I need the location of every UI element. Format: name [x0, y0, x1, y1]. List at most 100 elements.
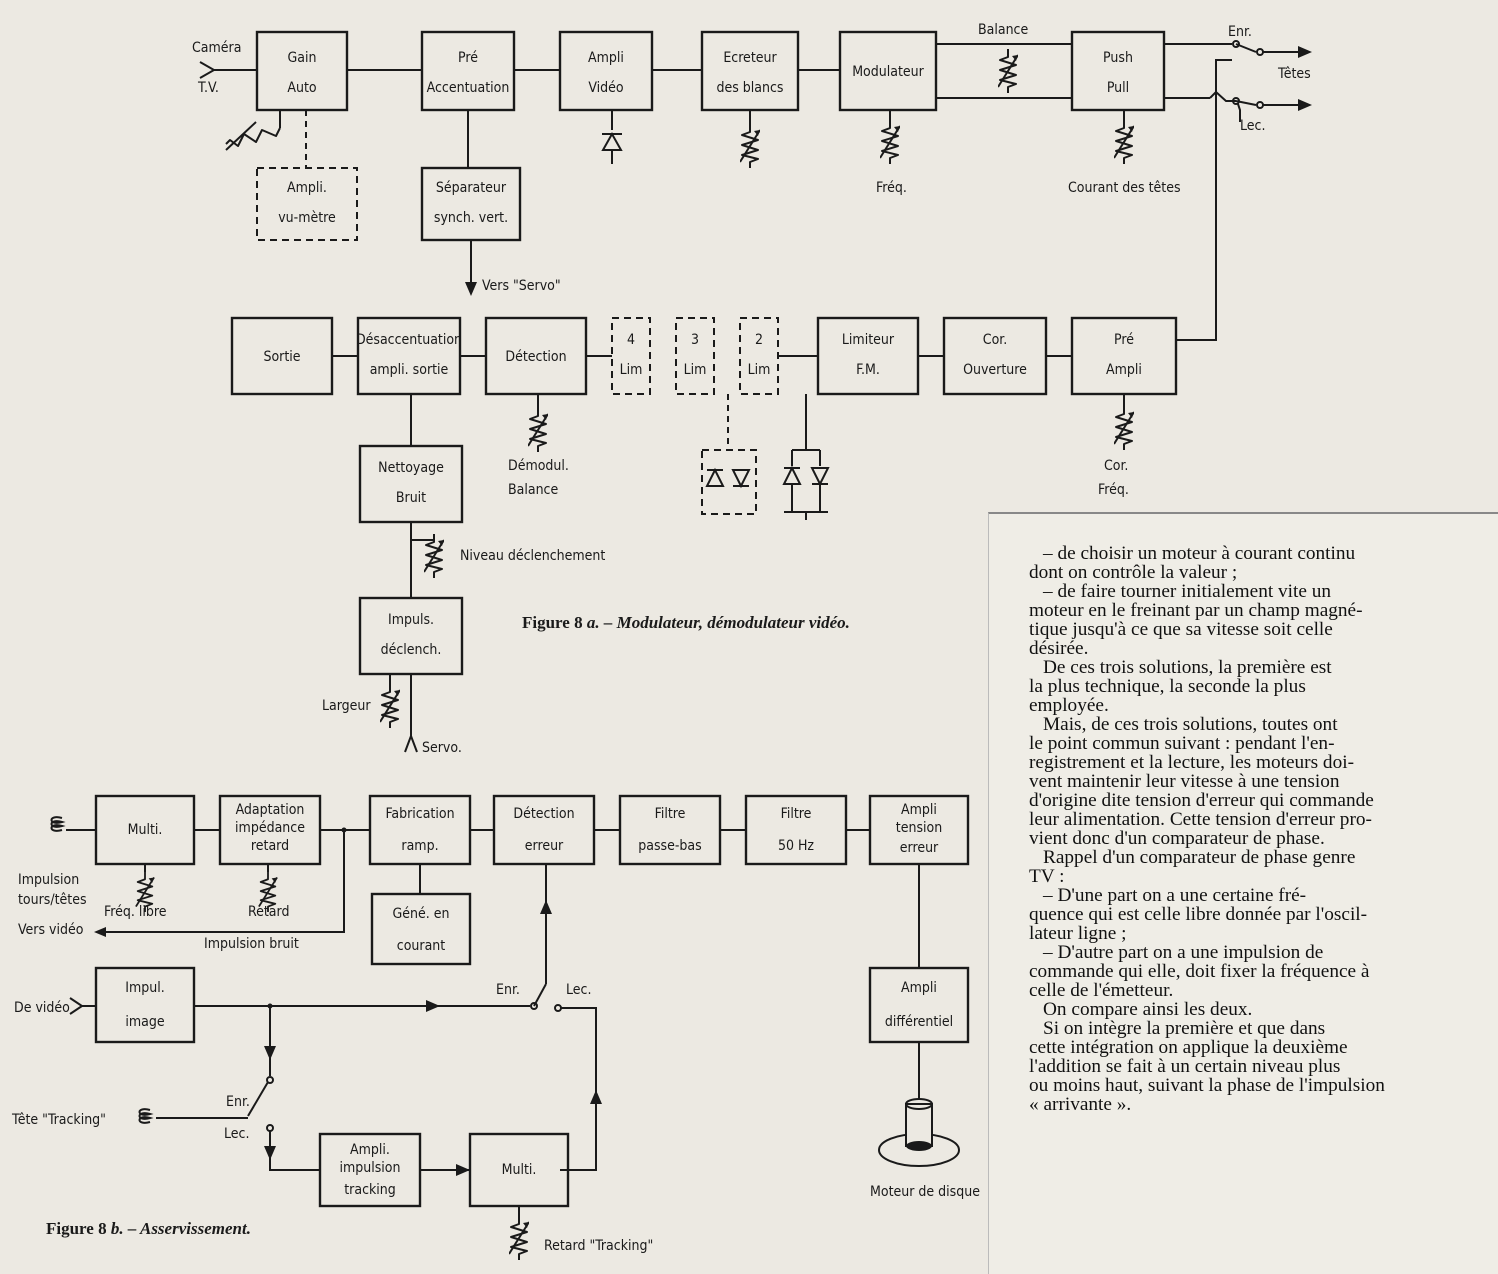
- preacc-line2: Accentuation: [427, 80, 510, 96]
- lim3-line1: 3: [691, 332, 699, 348]
- block-modulateur: [838, 30, 938, 112]
- text-line: – de faire tourner initialement vite un: [1043, 581, 1332, 602]
- label-lec-b2: Lec.: [224, 1126, 249, 1142]
- amplitension-line2: tension: [896, 820, 942, 836]
- text-line: la plus technique, la seconde la plus: [1029, 676, 1306, 697]
- amplitension-line1: Ampli: [901, 802, 937, 818]
- label-impulsion-bruit: Impulsion bruit: [204, 936, 299, 952]
- figure-8a: Caméra T.V. Gain Auto Pré Accentuation A…: [192, 22, 1312, 756]
- block-impuls-declench: [358, 596, 464, 676]
- passebas-line2: passe-bas: [638, 838, 701, 854]
- block-lim3: [675, 317, 715, 395]
- label-freq2: Fréq.: [1098, 482, 1129, 498]
- text-line: ou moins haut, suivant la phase de l'imp…: [1029, 1075, 1385, 1096]
- ecreteur-line1: Ecreteur: [723, 50, 777, 66]
- caption-fig-8a: Figure 8 a. – Modulateur, démodulateur v…: [522, 613, 850, 632]
- text-line: De ces trois solutions, la première est: [1043, 657, 1332, 678]
- fabrication-line2: ramp.: [401, 838, 438, 854]
- amplitracking-line2: impulsion: [339, 1160, 400, 1176]
- fabrication-line1: Fabrication: [385, 806, 454, 822]
- amplitension-line3: erreur: [900, 840, 939, 856]
- text-line: l'addition se fait à un certain niveau p…: [1029, 1056, 1341, 1077]
- text-line: – de choisir un moteur à courant continu: [1043, 543, 1356, 564]
- label-tv: T.V.: [197, 80, 219, 96]
- caption-fig-8b: Figure 8 b. – Asservissement.: [46, 1219, 251, 1238]
- lim2-line2: Lim: [748, 362, 771, 378]
- text-line: TV :: [1029, 866, 1065, 887]
- block-lim2: [739, 317, 779, 395]
- corouv-line1: Cor.: [983, 332, 1007, 348]
- pushpull-line2: Pull: [1107, 80, 1129, 96]
- adaptation-line3: retard: [251, 838, 289, 854]
- gene-line2: courant: [397, 938, 445, 954]
- label-freq: Fréq.: [876, 180, 907, 196]
- limiteur-line1: Limiteur: [842, 332, 895, 348]
- impuls-line2: déclench.: [381, 642, 442, 658]
- text-line: désirée.: [1029, 638, 1089, 659]
- lim4-line2: Lim: [620, 362, 643, 378]
- label-niveau: Niveau déclenchement: [460, 548, 605, 564]
- text-line: lateur ligne ;: [1029, 923, 1127, 944]
- amplidiff-line1: Ampli: [901, 980, 937, 996]
- vumetre-line1: Ampli.: [287, 180, 327, 196]
- block-ampli-video: [558, 30, 654, 112]
- detection-line1: Détection: [505, 349, 566, 365]
- label-lec-b1: Lec.: [566, 982, 591, 998]
- disc-motor-icon: [878, 1098, 960, 1167]
- label-freq-libre: Fréq. libre: [104, 904, 167, 920]
- passebas-line1: Filtre: [655, 806, 686, 822]
- text-line: « arrivante ».: [1029, 1094, 1132, 1115]
- text-line: vient donc d'un comparateur de phase.: [1029, 828, 1325, 849]
- label-demodul-balance: Balance: [508, 482, 558, 498]
- text-line: On compare ainsi les deux.: [1043, 999, 1253, 1020]
- text-line: commande qui elle, doit fixer la fréquen…: [1029, 961, 1370, 982]
- text-line: employée.: [1029, 695, 1109, 716]
- text-line: registrement et la lecture, les moteurs …: [1029, 752, 1354, 773]
- text-line: vent maintenir leur vitesse à une tensio…: [1029, 771, 1340, 792]
- desacc-line2: ampli. sortie: [370, 362, 449, 378]
- text-line: Rappel d'un comparateur de phase genre: [1043, 847, 1356, 868]
- label-lec-a: Lec.: [1240, 118, 1265, 134]
- text-line: quence qui est celle libre donnée par l'…: [1029, 904, 1368, 925]
- label-enr-b2: Enr.: [226, 1094, 250, 1110]
- adaptation-line1: Adaptation: [236, 802, 305, 818]
- amplivideo-line1: Ampli: [588, 50, 624, 66]
- amplitracking-line1: Ampli.: [350, 1142, 390, 1158]
- amplivideo-line2: Vidéo: [588, 80, 624, 96]
- label-retard: Retard: [248, 904, 289, 920]
- pushpull-line1: Push: [1103, 50, 1133, 66]
- separateur-line2: synch. vert.: [434, 210, 508, 226]
- amplitracking-line3: tracking: [344, 1182, 396, 1198]
- f50-line1: Filtre: [781, 806, 812, 822]
- text-line: cette intégration on applique la deuxièm…: [1029, 1037, 1348, 1058]
- label-tetes: Têtes: [1277, 66, 1311, 82]
- article-text: – de choisir un moteur à courant continu…: [1029, 544, 1385, 1114]
- label-de-video: De vidéo: [14, 1000, 70, 1016]
- text-line: moteur en le freinant par un champ magné…: [1029, 600, 1363, 621]
- text-line: tique jusqu'à ce que sa vitesse soit cel…: [1029, 619, 1333, 640]
- deterreur-line2: erreur: [525, 838, 564, 854]
- block-cor-ouverture: [942, 316, 1048, 396]
- block-nettoyage-bruit: [358, 444, 464, 524]
- block-pre-ampli: [1070, 316, 1178, 396]
- lim3-line2: Lim: [684, 362, 707, 378]
- label-enr-a: Enr.: [1228, 24, 1252, 40]
- block-gene-courant: [370, 892, 472, 966]
- text-line: leur alimentation. Cette tension d'erreu…: [1029, 809, 1372, 830]
- label-enr-b1: Enr.: [496, 982, 520, 998]
- adaptation-line2: impédance: [235, 820, 305, 836]
- gain-line2: Auto: [287, 80, 317, 96]
- gain-line1: Gain: [288, 50, 317, 66]
- text-line: dont on contrôle la valeur ;: [1029, 562, 1238, 583]
- block-limiteur-fm: [816, 316, 920, 396]
- diode-pair-dashed: [701, 449, 757, 515]
- nettoyage-line1: Nettoyage: [378, 460, 444, 476]
- modulateur-line1: Modulateur: [852, 64, 924, 80]
- separateur-line1: Séparateur: [436, 180, 507, 196]
- preampli-line1: Pré: [1114, 332, 1134, 348]
- block-separateur: [420, 166, 522, 242]
- multi2-line1: Multi.: [502, 1162, 537, 1178]
- text-line: Mais, de ces trois solutions, toutes ont: [1043, 714, 1338, 735]
- limiteur-line2: F.M.: [856, 362, 880, 378]
